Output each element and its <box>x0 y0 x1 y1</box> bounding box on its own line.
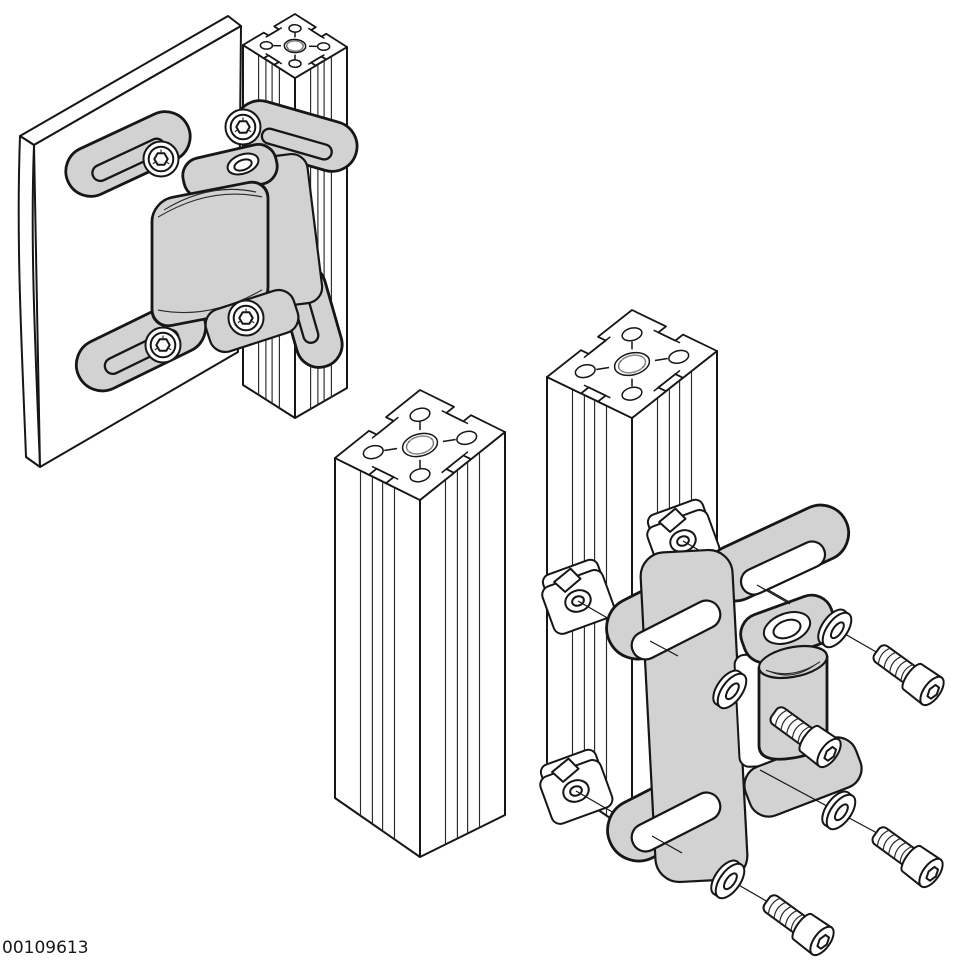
figure-number: 00109613 <box>2 938 89 958</box>
hinge-assembled <box>64 99 359 393</box>
assembled-view <box>17 14 363 468</box>
screw-bottom-left <box>144 326 182 364</box>
assembly-axis-2-slot-segment <box>649 640 679 657</box>
leaf-slot-upper <box>630 599 722 661</box>
hinge-exploded <box>605 503 863 884</box>
screw-3 <box>865 818 949 893</box>
screw-bottom-right <box>227 299 265 337</box>
ear-slot <box>739 540 827 596</box>
assembly-axis-3 <box>759 769 878 834</box>
screw-1 <box>866 636 950 711</box>
exploded-view <box>335 310 950 961</box>
assembly-axis-4-slot-segment <box>651 835 683 854</box>
strut-profile-front <box>335 390 505 858</box>
screw-top-left <box>142 140 180 178</box>
assembly-axis-1-slot-segment <box>756 584 791 605</box>
screw-top-right <box>224 108 262 146</box>
screw-4 <box>756 886 840 961</box>
hinge-knuckle <box>739 593 837 665</box>
